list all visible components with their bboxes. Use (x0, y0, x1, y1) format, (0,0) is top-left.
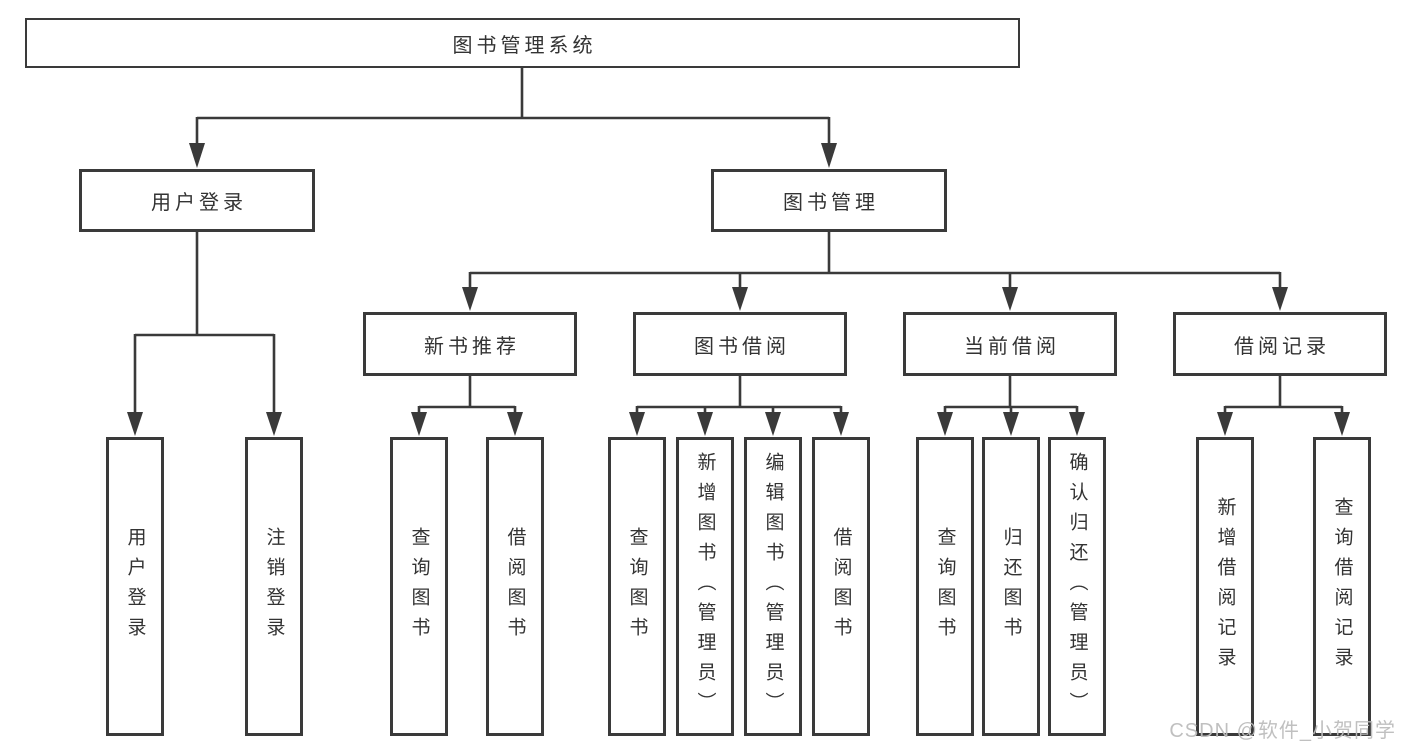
node-book-management-branch: 图书管理 (711, 169, 947, 232)
node-new-book-recommendation: 新书推荐 (363, 312, 577, 376)
csdn-watermark: CSDN @软件_小贺同学 (1169, 720, 1396, 742)
node-leaf-query-books-recommend: 查询图书 (390, 437, 448, 736)
node-leaf-query-books-current: 查询图书 (916, 437, 974, 736)
node-book-borrowing: 图书借阅 (633, 312, 847, 376)
node-leaf-query-borrow-record: 查询借阅记录 (1313, 437, 1371, 736)
node-leaf-borrow-books: 借阅图书 (812, 437, 870, 736)
node-current-borrowing: 当前借阅 (903, 312, 1117, 376)
node-leaf-return-books: 归还图书 (982, 437, 1040, 736)
node-borrowing-records: 借阅记录 (1173, 312, 1387, 376)
node-library-management-system: 图书管理系统 (25, 18, 1020, 68)
node-leaf-edit-books-admin: 编辑图书（管理员） (744, 437, 802, 736)
node-leaf-user-login: 用户登录 (106, 437, 164, 736)
node-leaf-add-books-admin: 新增图书（管理员） (676, 437, 734, 736)
node-leaf-add-borrow-record: 新增借阅记录 (1196, 437, 1254, 736)
node-leaf-borrow-books-recommend: 借阅图书 (486, 437, 544, 736)
node-user-login-branch: 用户登录 (79, 169, 315, 232)
node-leaf-query-books-borrowing: 查询图书 (608, 437, 666, 736)
node-leaf-logout: 注销登录 (245, 437, 303, 736)
node-leaf-confirm-return-admin: 确认归还（管理员） (1048, 437, 1106, 736)
